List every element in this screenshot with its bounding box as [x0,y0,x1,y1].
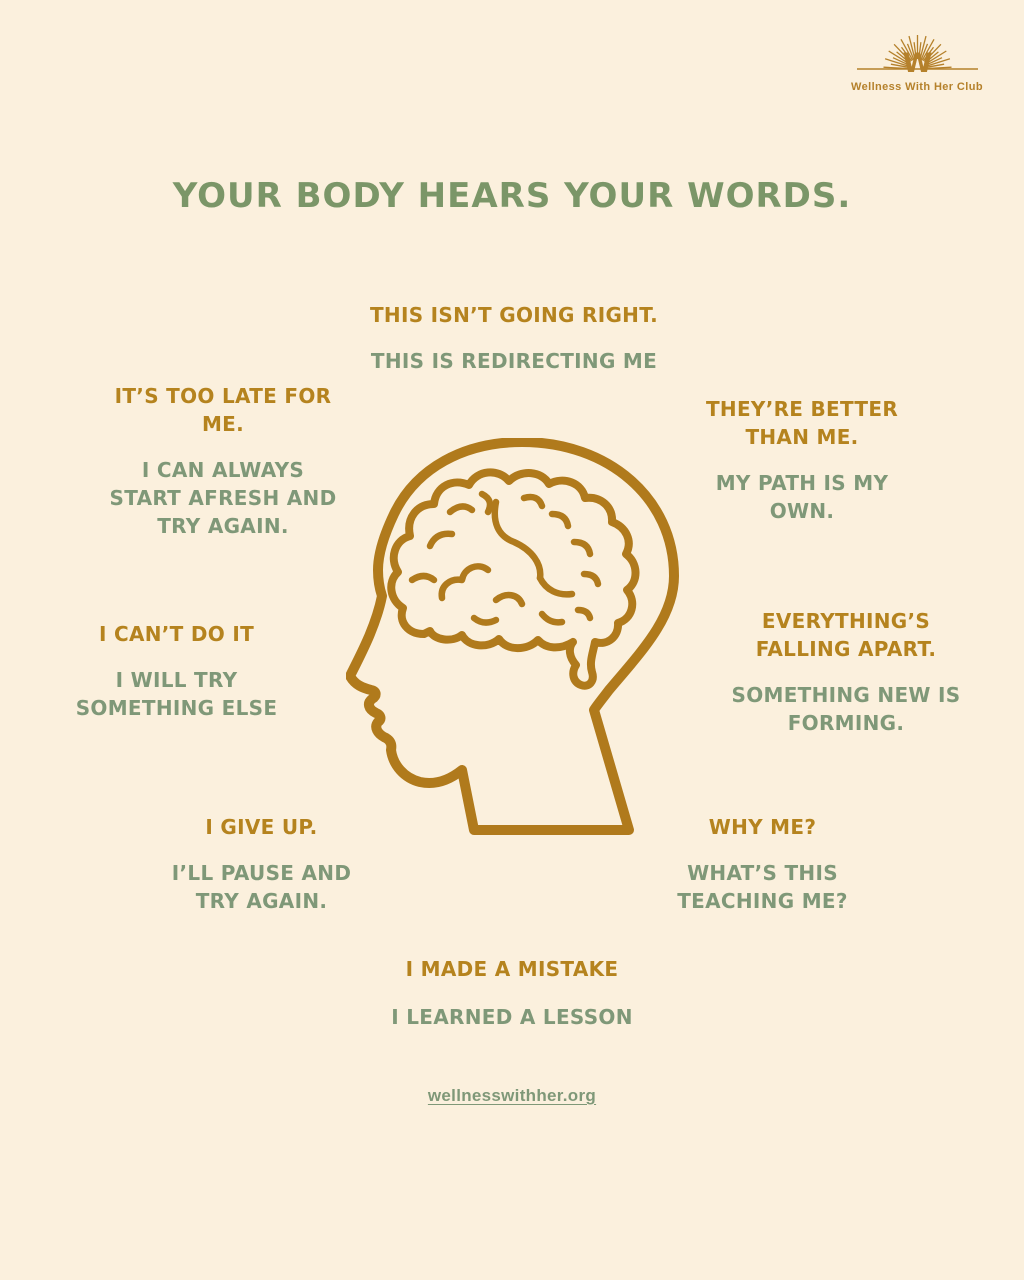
negative-line: IT’S TOO LATE FOR [114,384,332,408]
reframe-line: SOMETHING NEW IS [731,683,961,707]
poster-title: YOUR BODY HEARS YOUR WORDS. [172,176,852,216]
statement-pair-why-me: WHY ME? WHAT’S THIS TEACHING ME? [645,813,880,915]
reframe-line: MY PATH IS MY [715,471,889,495]
negative-line: I MADE A MISTAKE [405,957,619,981]
reframe-thought: I’LL PAUSE AND TRY AGAIN. [144,859,379,915]
brain-fold-stroke [580,570,602,588]
brain-fold-stroke [536,574,576,598]
reframe-thought: I LEARNED A LESSON [367,1003,657,1031]
brain-fold-stroke [538,610,566,626]
brain-fold-stroke [548,510,572,530]
reframe-line: I LEARNED A LESSON [391,1005,633,1029]
brain-fold-stroke [491,498,544,582]
negative-thought: I MADE A MISTAKE [367,955,657,983]
brain-fold-stroke [520,493,546,510]
brain-fold-stroke [470,614,500,626]
brain-fold-stroke [438,563,492,602]
statement-pair-falling-apart: EVERYTHING’S FALLING APART. SOMETHING NE… [717,607,975,737]
negative-thought: THEY’RE BETTER THAN ME. [687,395,917,451]
logo-monogram: W [902,48,932,78]
brand-logo: W Wellness With Her Club [843,28,991,93]
negative-line: THAN ME. [745,425,859,449]
negative-line: I GIVE UP. [205,815,318,839]
sunburst-rays [882,35,952,70]
negative-thought: IT’S TOO LATE FOR ME. [97,382,349,438]
reframe-thought: I WILL TRY SOMETHING ELSE [54,666,299,722]
negative-thought: THIS ISN’T GOING RIGHT. [336,301,692,329]
reframe-thought: I CAN ALWAYS START AFRESH AND TRY AGAIN. [97,456,349,540]
brain-fold-stroke [478,490,494,516]
brain-fold-stroke [426,530,456,550]
brain-fold-stroke [446,503,476,516]
brand-name: Wellness With Her Club [851,81,983,93]
brain-fold-stroke [570,538,594,558]
reframe-line: OWN. [769,499,835,523]
negative-line: THIS ISN’T GOING RIGHT. [369,303,659,327]
reframe-line: I’LL PAUSE AND [171,861,352,885]
negative-thought: I GIVE UP. [144,813,379,841]
reframe-line: TRY AGAIN. [195,889,328,913]
negative-line: I CAN’T DO IT [98,622,255,646]
statement-pair-better-than-me: THEY’RE BETTER THAN ME. MY PATH IS MY OW… [687,395,917,525]
reframe-line: I CAN ALWAYS [141,458,305,482]
footer: wellnesswithher.org [0,1086,1024,1106]
reframe-line: SOMETHING ELSE [75,696,278,720]
brain-fold-stroke [574,606,594,622]
statement-pair-mistake: I MADE A MISTAKE I LEARNED A LESSON [367,955,657,1031]
reframe-line: I WILL TRY [115,668,238,692]
reframe-line: FORMING. [787,711,905,735]
reframe-thought: WHAT’S THIS TEACHING ME? [645,859,880,915]
statement-pair-too-late: IT’S TOO LATE FOR ME. I CAN ALWAYS START… [97,382,349,540]
brain-fold-stroke [408,572,438,584]
reframe-thought: SOMETHING NEW IS FORMING. [717,681,975,737]
negative-line: WHY ME? [708,815,817,839]
reframe-line: TRY AGAIN. [157,514,289,538]
brain-fold-stroke [492,591,526,608]
negative-thought: I CAN’T DO IT [54,620,299,648]
head-profile-illustration [345,437,682,836]
reframe-thought: MY PATH IS MY OWN. [687,469,917,525]
reframe-line: TEACHING ME? [677,889,848,913]
negative-thought: EVERYTHING’S FALLING APART. [717,607,975,663]
website-link[interactable]: wellnesswithher.org [427,1086,597,1105]
negative-line: ME. [201,412,245,436]
reframe-line: THIS IS REDIRECTING ME [370,349,658,373]
negative-line: FALLING APART. [755,637,937,661]
negative-thought: WHY ME? [645,813,880,841]
reframe-line: START AFRESH AND [109,486,337,510]
head-outline-path [345,437,679,835]
statement-pair-redirecting: THIS ISN’T GOING RIGHT. THIS IS REDIRECT… [336,301,692,375]
sunburst-w-icon: W [856,35,978,78]
reframe-line: WHAT’S THIS [687,861,838,885]
statement-pair-give-up: I GIVE UP. I’LL PAUSE AND TRY AGAIN. [144,813,379,915]
negative-line: THEY’RE BETTER [705,397,899,421]
head-brain-svg [345,437,679,835]
statement-pair-cant-do-it: I CAN’T DO IT I WILL TRY SOMETHING ELSE [54,620,299,722]
reframe-thought: THIS IS REDIRECTING ME [336,347,692,375]
brain-outline-path [387,468,640,690]
negative-line: EVERYTHING’S [761,609,931,633]
